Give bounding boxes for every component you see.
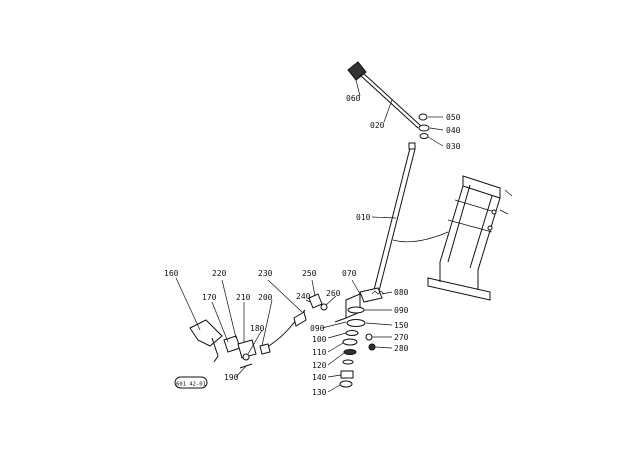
callout-070: 070 [342,269,357,278]
callout-110: 110 [312,348,327,357]
callout-160: 160 [164,269,179,278]
callout-010: 010 [356,213,371,222]
reference-code: 601 42-01 [176,382,206,388]
nut-260 [320,303,328,311]
main-shaft [373,142,416,292]
callout-150: 150 [394,321,409,330]
callout-210: 210 [236,293,251,302]
bolt-180 [242,353,250,361]
callout-170: 170 [202,293,217,302]
nut-280 [368,343,376,351]
callout-220: 220 [212,269,227,278]
callout-060: 060 [346,94,361,103]
reference-code-badge: 601 42-01 [174,376,208,389]
callout-080: 080 [394,288,409,297]
callout-260: 260 [326,289,341,298]
rod-end-250 [308,293,323,309]
callout-030: 030 [446,142,461,151]
callout-240: 240 [296,292,311,301]
lever-knob [347,61,367,81]
callout-140: 140 [312,373,327,382]
callout-040: 040 [446,126,461,135]
washer-stack [339,306,366,388]
callout-100: 100 [312,335,327,344]
callout-020: 020 [370,121,385,130]
washer-part [418,124,430,132]
callout-090-upper: 090 [394,306,409,315]
callout-280: 280 [394,344,409,353]
callout-180: 180 [250,324,265,333]
clamp-210 [237,339,257,359]
pin-270 [365,333,373,341]
cap-part [418,113,428,121]
callout-120: 120 [312,361,327,370]
callout-050: 050 [446,113,461,122]
callout-200: 200 [258,293,273,302]
callout-190: 190 [224,373,239,382]
callout-250: 250 [302,269,317,278]
cable-200 [259,309,307,355]
callout-labels: 060 020 050 040 030 010 160 220 230 250 … [164,94,461,397]
lower-arm [334,287,383,323]
spring-part [419,133,429,139]
spring-080 [371,290,385,295]
lever-rod [359,72,422,129]
leader-lines [175,79,444,393]
bracket-160 [189,319,223,363]
bracket-frame [427,175,513,301]
callout-230: 230 [258,269,273,278]
callout-130: 130 [312,388,327,397]
callout-270: 270 [394,333,409,342]
callout-090-lower: 090 [310,324,325,333]
link-wire [392,231,449,243]
